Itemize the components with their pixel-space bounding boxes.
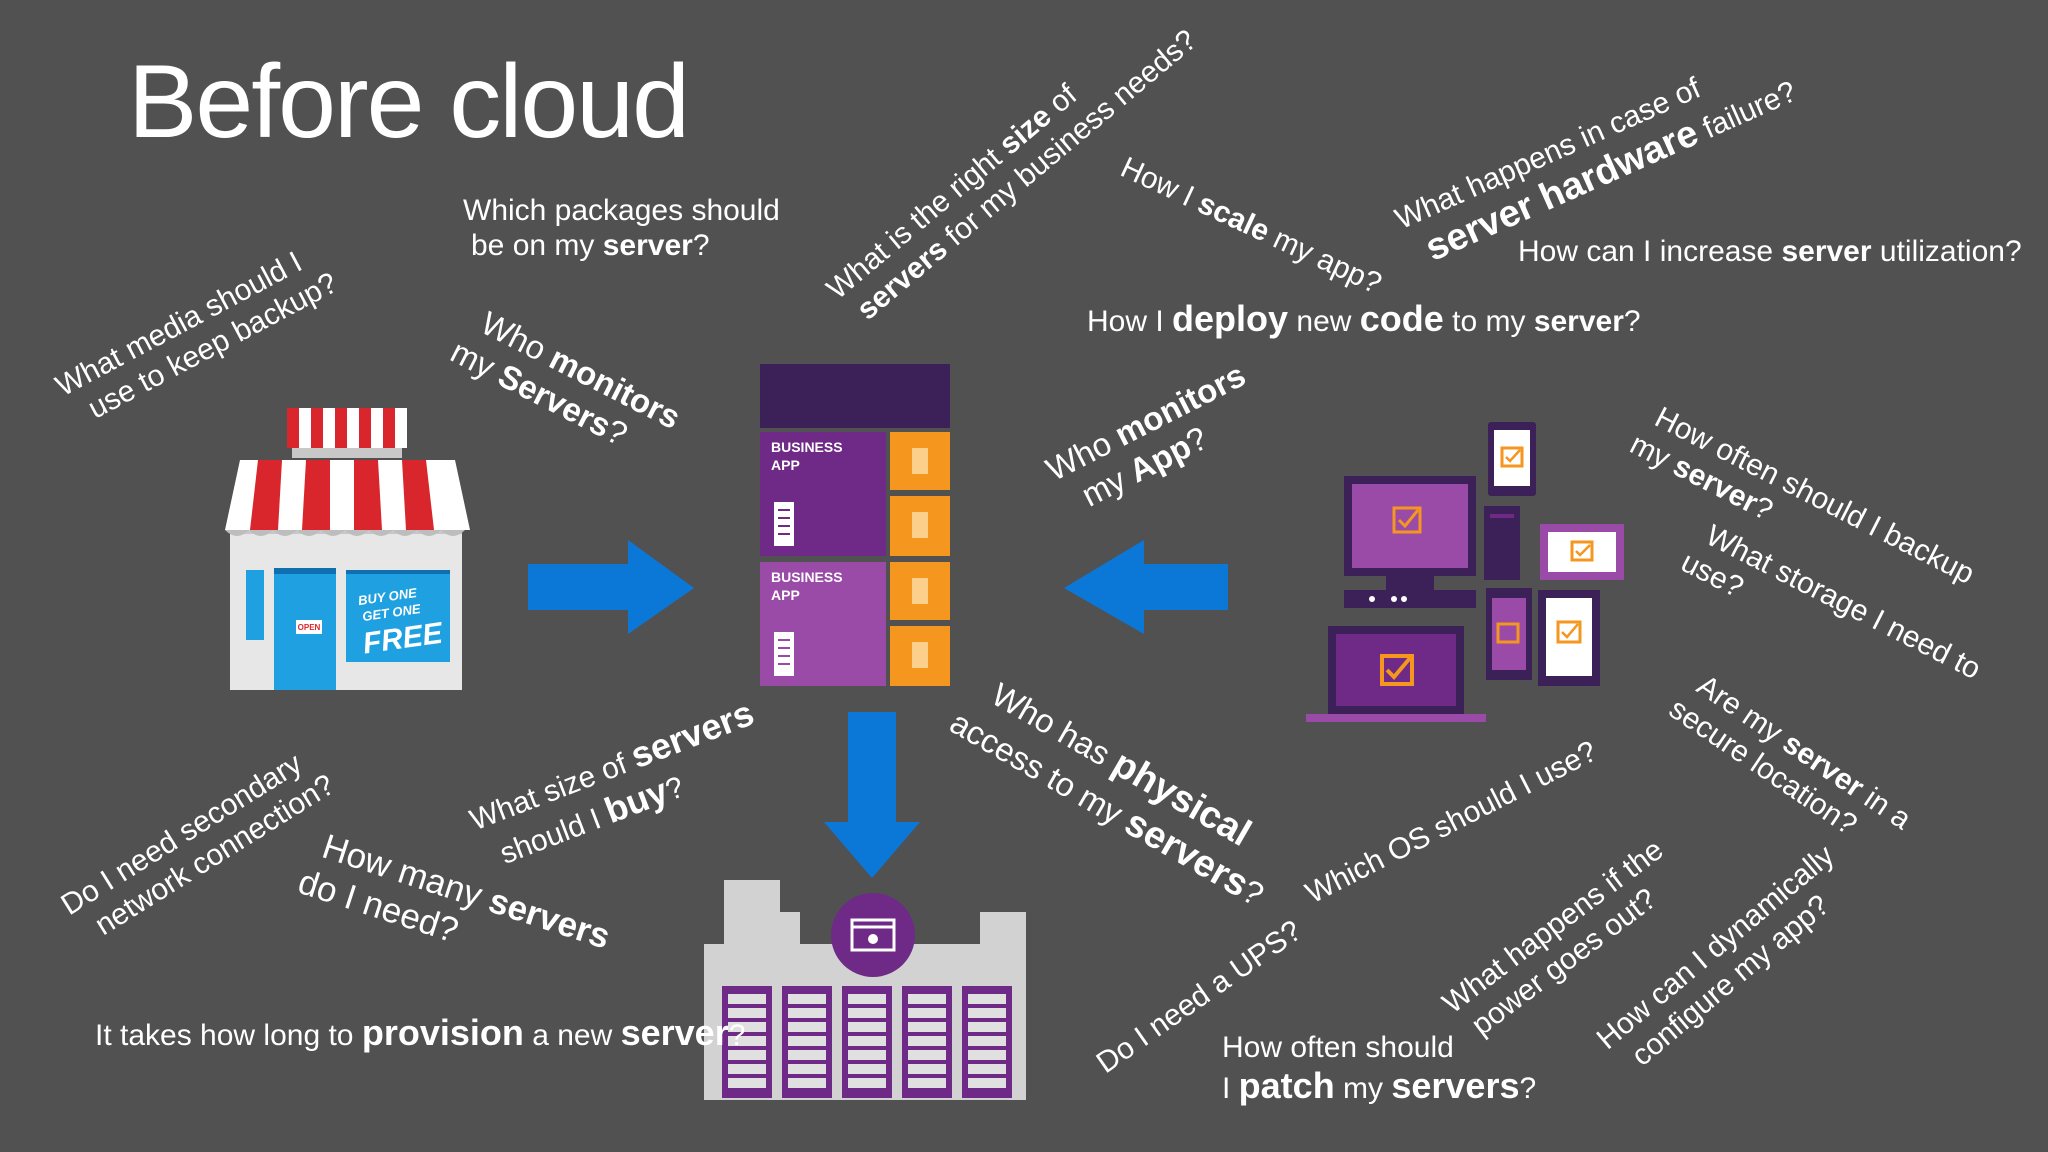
question-keyword: deploy — [1172, 298, 1289, 339]
server-label-bottom-line1: BUSINESS — [771, 569, 843, 585]
question-deploy: How I deploy new code to my server? — [1087, 298, 1641, 340]
question-text: new — [1288, 305, 1360, 338]
question-text: ? — [728, 1019, 746, 1052]
question-text: How can I increase — [1518, 235, 1782, 268]
question-keyword: server — [602, 229, 693, 263]
arrow-left-icon — [1064, 540, 1228, 634]
question-text: utilization? — [1871, 235, 2022, 268]
question-keyword: provision — [361, 1012, 524, 1053]
question-provision: It takes how long to provision a new ser… — [95, 1012, 745, 1054]
question-keyword: server — [620, 1012, 729, 1053]
question-text: How I — [1087, 305, 1173, 338]
slide-title: Before cloud — [128, 44, 690, 160]
question-utilization: How can I increase server utilization? — [1518, 234, 2022, 269]
question-text: to my — [1443, 305, 1534, 338]
devices-icon — [1306, 422, 1624, 722]
question-keyword: patch — [1238, 1065, 1335, 1107]
question-line: Which packages should — [463, 194, 780, 227]
question-patch: How often should I patch my servers? — [1222, 1030, 1536, 1108]
question-text: be on my — [471, 229, 603, 263]
question-keyword: server — [1533, 305, 1624, 338]
question-text: ? — [692, 229, 710, 263]
server-label-top-line1: BUSINESS — [771, 439, 843, 455]
datacenter-icon — [704, 880, 1026, 1100]
server-label-top-line2: APP — [771, 457, 800, 473]
question-packages: Which packages should be on my server? — [463, 193, 780, 264]
question-text: I — [1222, 1072, 1239, 1106]
question-text: my — [1334, 1072, 1392, 1106]
gear-window-icon — [850, 918, 896, 952]
question-line: How often should — [1222, 1031, 1454, 1064]
question-keyword: code — [1359, 298, 1444, 339]
question-keyword: servers — [1391, 1065, 1520, 1107]
storefront-icon — [225, 408, 470, 690]
question-text: ? — [1623, 305, 1641, 338]
question-text: It takes how long to — [95, 1019, 362, 1052]
arrow-right-icon — [528, 540, 694, 634]
server-label-bottom-line2: APP — [771, 587, 800, 603]
arrow-down-icon — [824, 712, 920, 878]
question-text: ? — [1519, 1072, 1537, 1106]
open-sign: OPEN — [298, 623, 321, 632]
server-rack-icon — [760, 364, 950, 686]
question-text: a new — [523, 1019, 621, 1052]
question-keyword: server — [1781, 235, 1872, 268]
